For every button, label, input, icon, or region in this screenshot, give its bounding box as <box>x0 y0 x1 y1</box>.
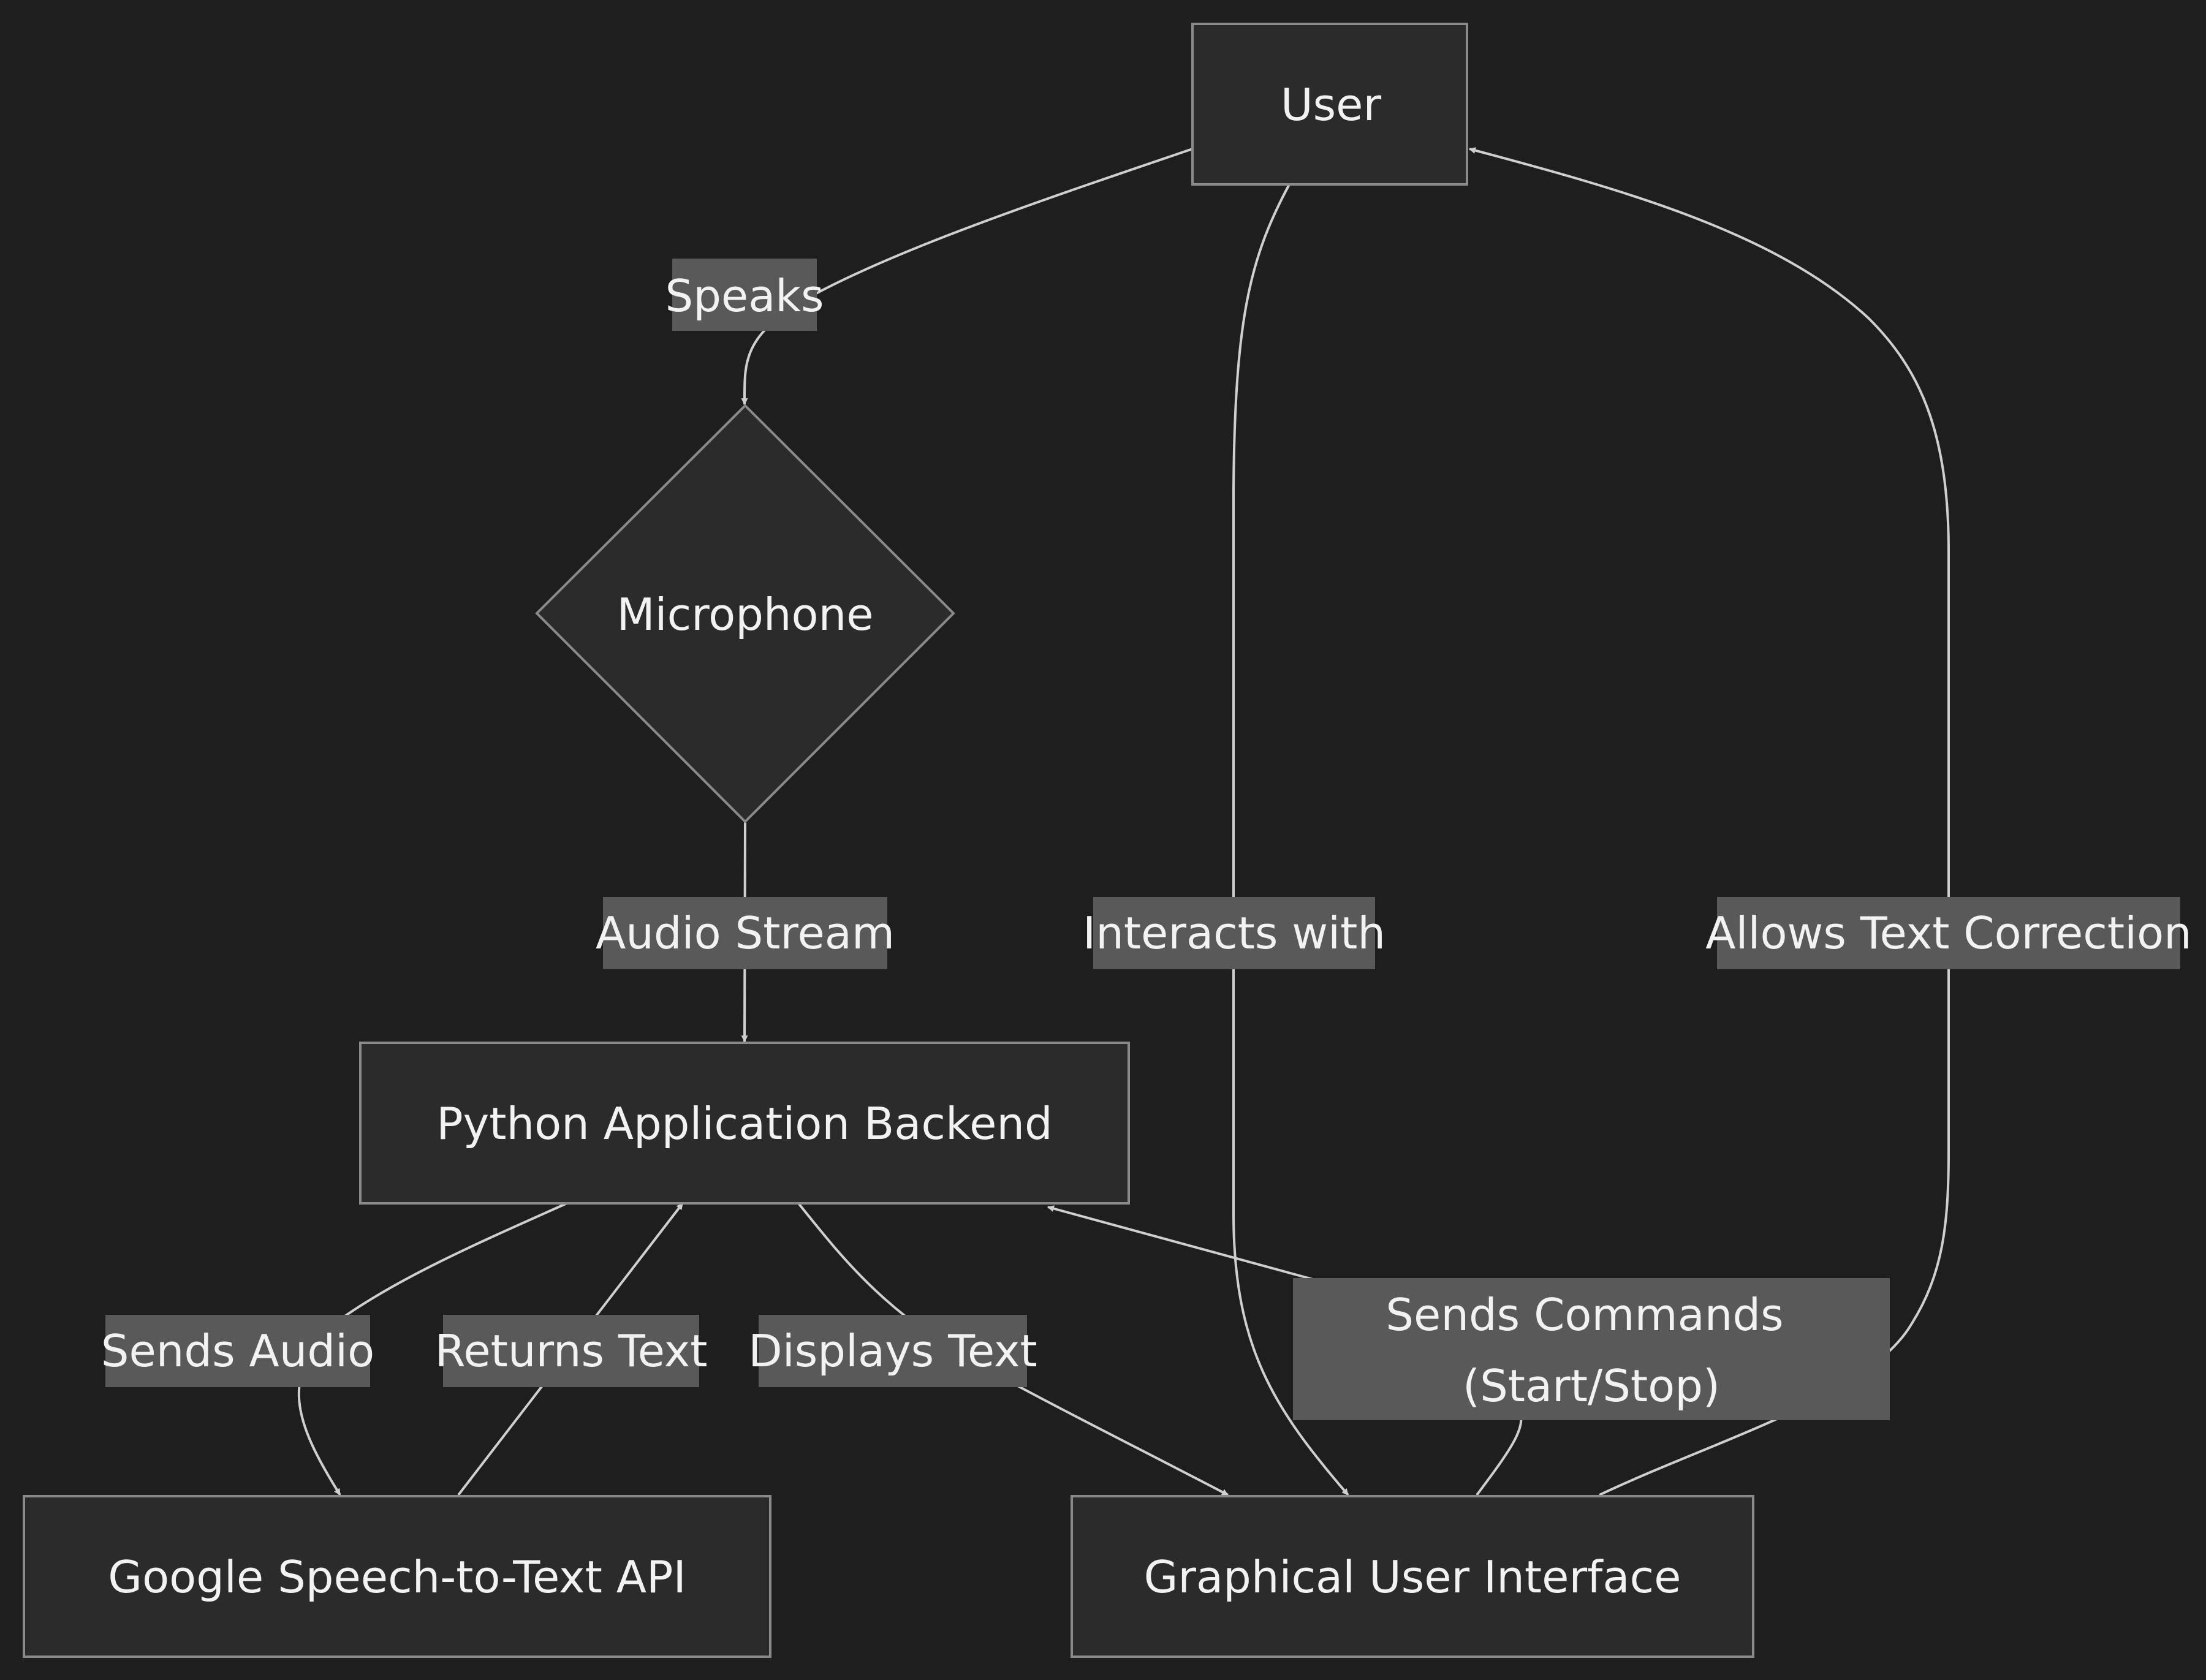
svg-text:Interacts with: Interacts with <box>1083 907 1385 959</box>
svg-text:Python Application Backend: Python Application Backend <box>436 1098 1053 1149</box>
node-microphone: Microphone <box>535 404 955 823</box>
edge-user-to-gui <box>1232 184 1349 1496</box>
svg-text:Sends Commands: Sends Commands <box>1385 1289 1783 1341</box>
svg-text:Returns Text: Returns Text <box>435 1325 708 1377</box>
edge-label-audio-stream: Audio Stream <box>596 897 895 969</box>
edge-user-to-microphone <box>741 148 1193 406</box>
svg-text:Displays Text: Displays Text <box>748 1325 1037 1377</box>
edge-label-speaks: Speaks <box>665 259 824 331</box>
edge-label-returns-text: Returns Text <box>435 1315 708 1387</box>
edge-label-interacts-with: Interacts with <box>1083 897 1385 969</box>
node-user: User <box>1191 23 1468 186</box>
svg-text:Allows Text Correction: Allows Text Correction <box>1705 907 2192 959</box>
node-google-speech-to-text-api: Google Speech-to-Text API <box>23 1495 771 1658</box>
node-python-application-backend: Python Application Backend <box>359 1042 1130 1205</box>
svg-text:Speaks: Speaks <box>665 270 824 322</box>
svg-text:Sends Audio: Sends Audio <box>101 1325 374 1377</box>
edge-label-sends-audio: Sends Audio <box>101 1315 374 1387</box>
svg-text:Graphical User Interface: Graphical User Interface <box>1144 1551 1681 1603</box>
svg-text:(Start/Stop): (Start/Stop) <box>1463 1360 1720 1412</box>
edge-label-sends-commands: Sends Commands (Start/Stop) <box>1293 1278 1890 1420</box>
svg-text:User: User <box>1281 79 1382 131</box>
svg-text:Google Speech-to-Text API: Google Speech-to-Text API <box>108 1551 686 1603</box>
node-graphical-user-interface: Graphical User Interface <box>1071 1495 1754 1658</box>
svg-text:Audio Stream: Audio Stream <box>596 907 895 959</box>
edge-label-displays-text: Displays Text <box>748 1315 1037 1387</box>
svg-text:Microphone: Microphone <box>616 589 873 640</box>
edge-label-allows-text-correction: Allows Text Correction <box>1705 897 2192 969</box>
